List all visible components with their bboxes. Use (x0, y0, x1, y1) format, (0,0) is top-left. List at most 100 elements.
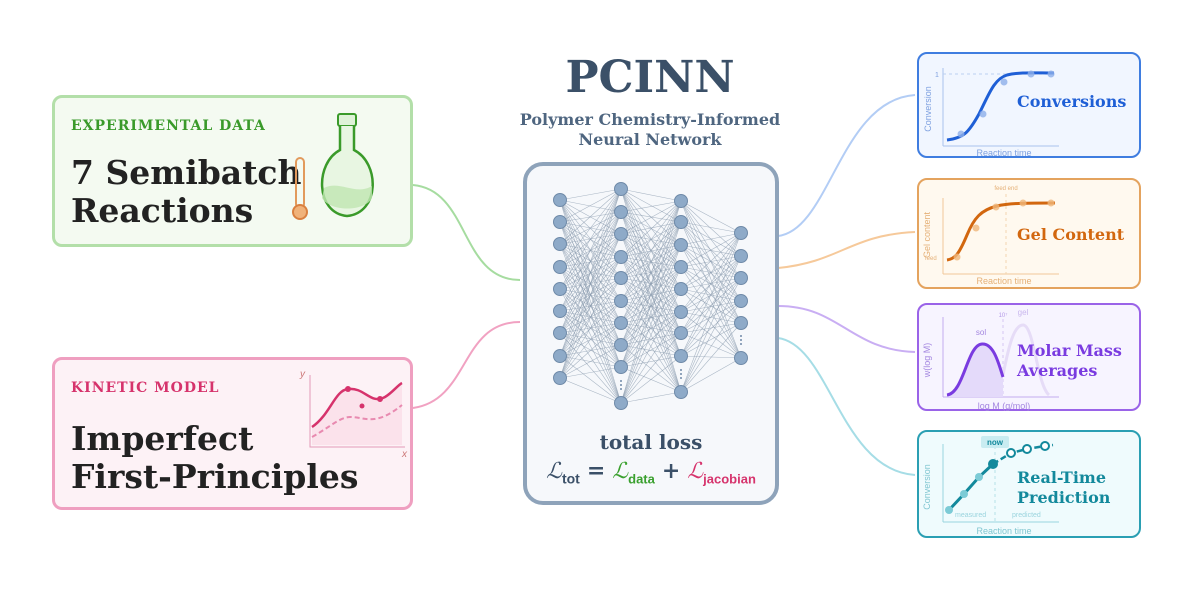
nn-edge (559, 199, 622, 258)
nn-node-layer-2 (614, 294, 628, 308)
molar-mass-card: 10⁷ gel sol w(log M) log M (g/mol) Molar… (917, 303, 1141, 411)
nn-edge (620, 266, 682, 368)
gel-content-plot-icon: feed end feed Gel content Reaction time (922, 186, 1059, 286)
nn-edge (559, 332, 622, 404)
nn-ellipsis-dot (620, 380, 622, 382)
nn-ellipsis-dot (680, 369, 682, 371)
real-time-plot-icon: now measured predicted Conversion Reacti… (922, 436, 1059, 536)
nn-node-layer-1 (553, 349, 567, 363)
nn-edge (620, 211, 682, 223)
nn-edge (559, 322, 622, 379)
nn-edge (559, 266, 622, 404)
nn-edge (620, 200, 682, 404)
nn-ellipsis-dot (740, 343, 742, 345)
nn-edge (559, 188, 622, 201)
nn-node-layer-1 (553, 193, 567, 207)
nn-node-layer-2 (614, 227, 628, 241)
nn-edge (680, 200, 742, 257)
nn-edge (620, 188, 682, 334)
nn-edge (620, 344, 682, 393)
nn-edge (620, 200, 682, 324)
real-time-prediction-card: now measured predicted Conversion Reacti… (917, 430, 1141, 538)
nn-edge (680, 221, 742, 234)
nn-edge (620, 200, 682, 279)
svg-text:10⁷: 10⁷ (999, 312, 1008, 319)
axis-y-label: y (299, 369, 306, 380)
nn-node-layer-1 (553, 260, 567, 274)
nn-edge (680, 232, 742, 357)
nn-edge (559, 188, 622, 290)
nn-edge (559, 344, 622, 379)
nn-edge (559, 188, 622, 245)
nn-edge (680, 200, 742, 359)
nn-edge (680, 232, 742, 268)
nn-node-layer-3 (674, 238, 688, 252)
nn-edge (559, 221, 622, 404)
nn-edge (680, 221, 742, 359)
svg-text:Reaction time: Reaction time (976, 276, 1031, 286)
connector-conversions (777, 94, 916, 237)
nn-edge (680, 300, 742, 393)
nn-node-layer-1 (553, 215, 567, 229)
nn-node-layer-4 (734, 271, 748, 285)
nn-ellipsis-dot (680, 377, 682, 379)
nn-edge (680, 232, 742, 334)
nn-node-layer-4 (734, 351, 748, 365)
connector-molar (777, 305, 916, 353)
nn-edge (680, 232, 742, 290)
subtitle-line: Neural Network (578, 130, 722, 149)
page-title: PCINN (565, 52, 735, 103)
nn-edge (680, 311, 742, 324)
nn-edge (620, 200, 682, 302)
kinetic-curve-plot-icon: y x (299, 369, 408, 460)
nn-edge (559, 310, 622, 404)
loss-equation: ℒtot = ℒdata + ℒjacobian (546, 458, 756, 487)
nn-edge (559, 233, 622, 379)
svg-text:Conversion: Conversion (922, 464, 932, 510)
card-tag: KINETIC MODEL (71, 380, 220, 396)
nn-node-layer-2 (614, 360, 628, 374)
nn-edge (680, 255, 742, 268)
nn-edge (680, 277, 742, 357)
nn-edge (620, 311, 682, 368)
nn-edge (680, 232, 742, 246)
nn-edge (680, 355, 742, 359)
nn-edge (680, 322, 742, 334)
svg-text:1: 1 (935, 72, 939, 79)
nn-node-layer-3 (674, 194, 688, 208)
connector-realtime (777, 337, 916, 476)
nn-node-layer-3 (674, 282, 688, 296)
nn-edge (620, 188, 682, 393)
nn-edge (680, 255, 742, 357)
nn-edge (559, 188, 622, 268)
output-title: Gel Content (1017, 225, 1125, 244)
svg-text:sol: sol (976, 328, 986, 337)
total-loss-label: total loss (599, 430, 703, 454)
nn-edge (620, 221, 682, 368)
nn-edge (620, 188, 682, 223)
nn-edge (559, 355, 622, 404)
molar-mass-distribution-icon: 10⁷ gel sol w(log M) log M (g/mol) (922, 308, 1059, 411)
nn-node-layer-3 (674, 305, 688, 319)
nn-ellipsis-dot (620, 388, 622, 390)
nn-edge (559, 300, 622, 379)
nn-edge (559, 188, 622, 379)
nn-edge (559, 256, 622, 379)
card-tag: EXPERIMENTAL DATA (71, 118, 266, 134)
nn-node-layer-1 (553, 304, 567, 318)
nn-edge (680, 277, 742, 393)
svg-text:Gel content: Gel content (922, 211, 932, 258)
nn-edge (620, 311, 682, 404)
nn-node-layer-3 (674, 385, 688, 399)
nn-ellipsis-dot (680, 373, 682, 375)
svg-text:measured: measured (955, 512, 986, 519)
nn-node-layer-1 (553, 237, 567, 251)
nn-edge (680, 244, 742, 359)
nn-edge (620, 221, 682, 404)
nn-node-layer-4 (734, 249, 748, 263)
nn-node-layer-4 (734, 316, 748, 330)
